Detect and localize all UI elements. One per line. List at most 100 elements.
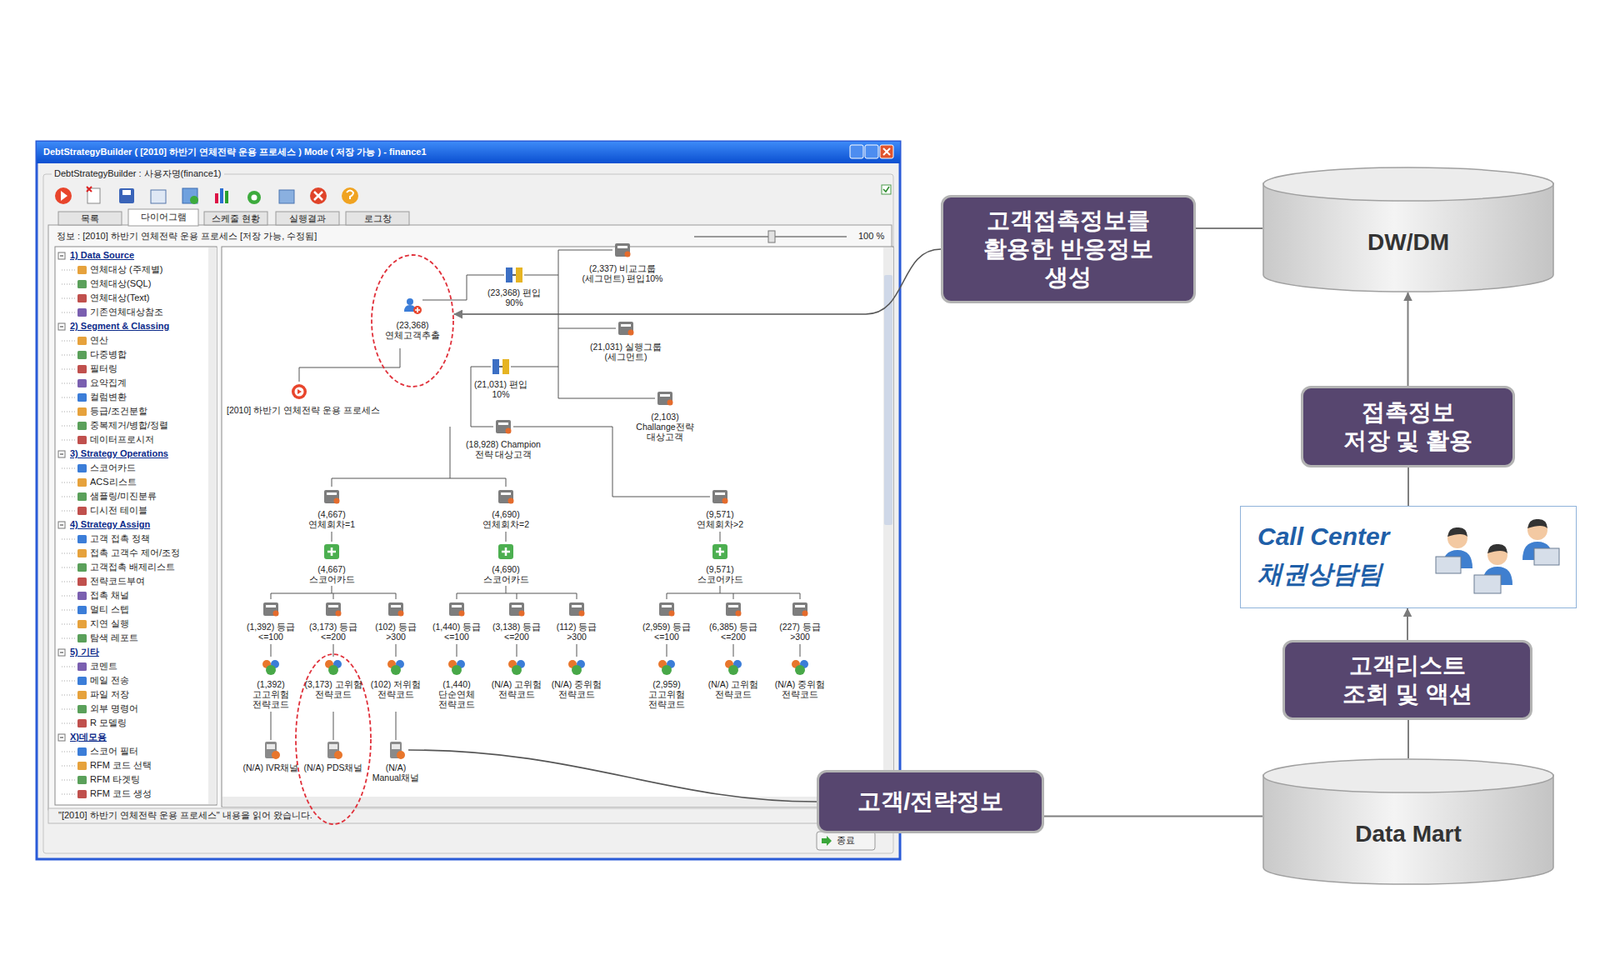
node-icon <box>498 544 514 560</box>
node-icon <box>387 660 405 675</box>
palette-header: 1) Data Source <box>70 250 135 261</box>
icon-part <box>335 610 342 617</box>
palette-item: 디시전 테이블 <box>90 505 148 516</box>
team-box: Call Center채권상담팀 <box>1240 505 1577 609</box>
palette-icon <box>77 464 87 473</box>
icon-part <box>325 602 341 616</box>
palette-icon <box>77 308 87 317</box>
toolbar-icon <box>150 190 166 204</box>
node-label: (102) 등급>300 <box>365 621 426 642</box>
slider-thumb <box>768 230 775 243</box>
icon-part <box>617 245 628 249</box>
node-label: (N/A) IVR채널 <box>243 762 300 773</box>
node-label: (1,440) 등급<=100 <box>426 621 487 642</box>
node-label: (3,173) 등급<=200 <box>303 621 364 642</box>
palette-icon <box>77 747 87 756</box>
palette-header: 2) Segment & Classing <box>70 320 170 332</box>
tree-line <box>61 794 75 795</box>
tree-line <box>505 531 507 542</box>
tree-line <box>470 366 494 427</box>
node-icon <box>498 490 515 505</box>
ui-text: 100 % <box>858 230 885 242</box>
tab <box>58 211 122 225</box>
icon-part <box>328 665 339 675</box>
palette-item: 기존연체대상참조 <box>90 306 164 318</box>
palette-icon <box>77 676 87 685</box>
tree-line <box>61 751 75 753</box>
database-cylinder: Data Mart <box>1262 758 1555 885</box>
icon-part <box>571 665 582 675</box>
palette-item: 중복제거/병합/정렬 <box>90 420 169 431</box>
palette-icon <box>77 265 87 275</box>
icon-part <box>390 665 401 675</box>
tree-line <box>333 711 335 740</box>
tree-line <box>516 644 518 657</box>
icon-part <box>492 359 500 375</box>
tree-line <box>395 644 397 657</box>
node-label: (1,392) 고고위험 전략코드 <box>240 679 301 710</box>
icon-part <box>495 420 511 434</box>
node-icon <box>505 267 523 283</box>
palette-icon <box>77 393 87 402</box>
palette-item: 파일 저장 <box>90 689 130 700</box>
toolbar-icon <box>60 190 68 201</box>
icon-part <box>512 274 516 276</box>
node-label: (N/A) 중위험 전략코드 <box>770 679 830 700</box>
tab-label: 다이어그램 <box>140 211 187 223</box>
palette-icon <box>77 705 87 714</box>
toolbar-icon <box>182 188 198 204</box>
connector <box>1044 815 1263 817</box>
palette-item: 멀티 스텝 <box>90 604 130 615</box>
palette-item: 메일 전송 <box>90 675 130 686</box>
ui-text: "[2010] 하반기 연체전략 운용 프로세스" 내용을 읽어 왔습니다. <box>58 810 313 821</box>
toolbar-icon <box>883 186 890 192</box>
icon-part <box>661 605 672 608</box>
icon-part <box>449 602 465 616</box>
node-label: (102) 저위험 전략코드 <box>365 679 426 700</box>
tree-expander <box>60 737 64 739</box>
icon-part <box>324 544 340 560</box>
tab <box>275 211 340 225</box>
node-icon <box>509 602 525 617</box>
node-label: (23,368) 편입 90% <box>484 287 545 308</box>
node-icon <box>492 359 510 375</box>
node-icon <box>657 391 674 406</box>
icon-part <box>657 391 673 405</box>
palette-icon <box>77 379 87 388</box>
title-bar <box>36 141 900 164</box>
icon-part <box>795 665 805 675</box>
tree-line <box>61 666 75 668</box>
minimize-button <box>850 145 864 159</box>
node-icon <box>291 384 307 400</box>
node-icon <box>324 490 340 505</box>
tree-line <box>800 644 801 657</box>
node-text: 고객접촉정보를 활용한 반응정보 생성 <box>968 206 1169 292</box>
tree-line <box>61 298 75 300</box>
icon-part <box>498 544 514 560</box>
icon-part <box>620 324 631 327</box>
icon-part <box>328 605 339 608</box>
database-cylinder: DW/DM <box>1262 166 1555 293</box>
node-icon <box>449 602 465 617</box>
tree-line <box>61 567 75 569</box>
palette-item: 고객 접촉 정책 <box>90 533 150 545</box>
tree-expander <box>60 454 64 455</box>
node-icon <box>791 660 809 675</box>
palette-icon <box>77 620 87 629</box>
tree-line <box>299 348 400 382</box>
tree-line <box>61 355 75 356</box>
node-icon <box>659 602 675 617</box>
tree-line <box>61 695 75 696</box>
palette-icon <box>77 336 87 345</box>
palette-item: 전략코드부여 <box>90 575 145 587</box>
toolbar-icon <box>881 185 891 195</box>
node-label: (2,103) Challange전략 대상고객 <box>627 411 703 442</box>
scrollbar <box>222 796 884 807</box>
tree-line <box>61 723 75 725</box>
icon-part <box>519 610 525 617</box>
palette-icon <box>77 761 87 770</box>
node-text: 채권상담팀 <box>1257 557 1383 592</box>
tree-expander <box>58 450 65 458</box>
agent-figure <box>1435 527 1473 574</box>
palette-item: 외부 명령어 <box>90 703 139 715</box>
